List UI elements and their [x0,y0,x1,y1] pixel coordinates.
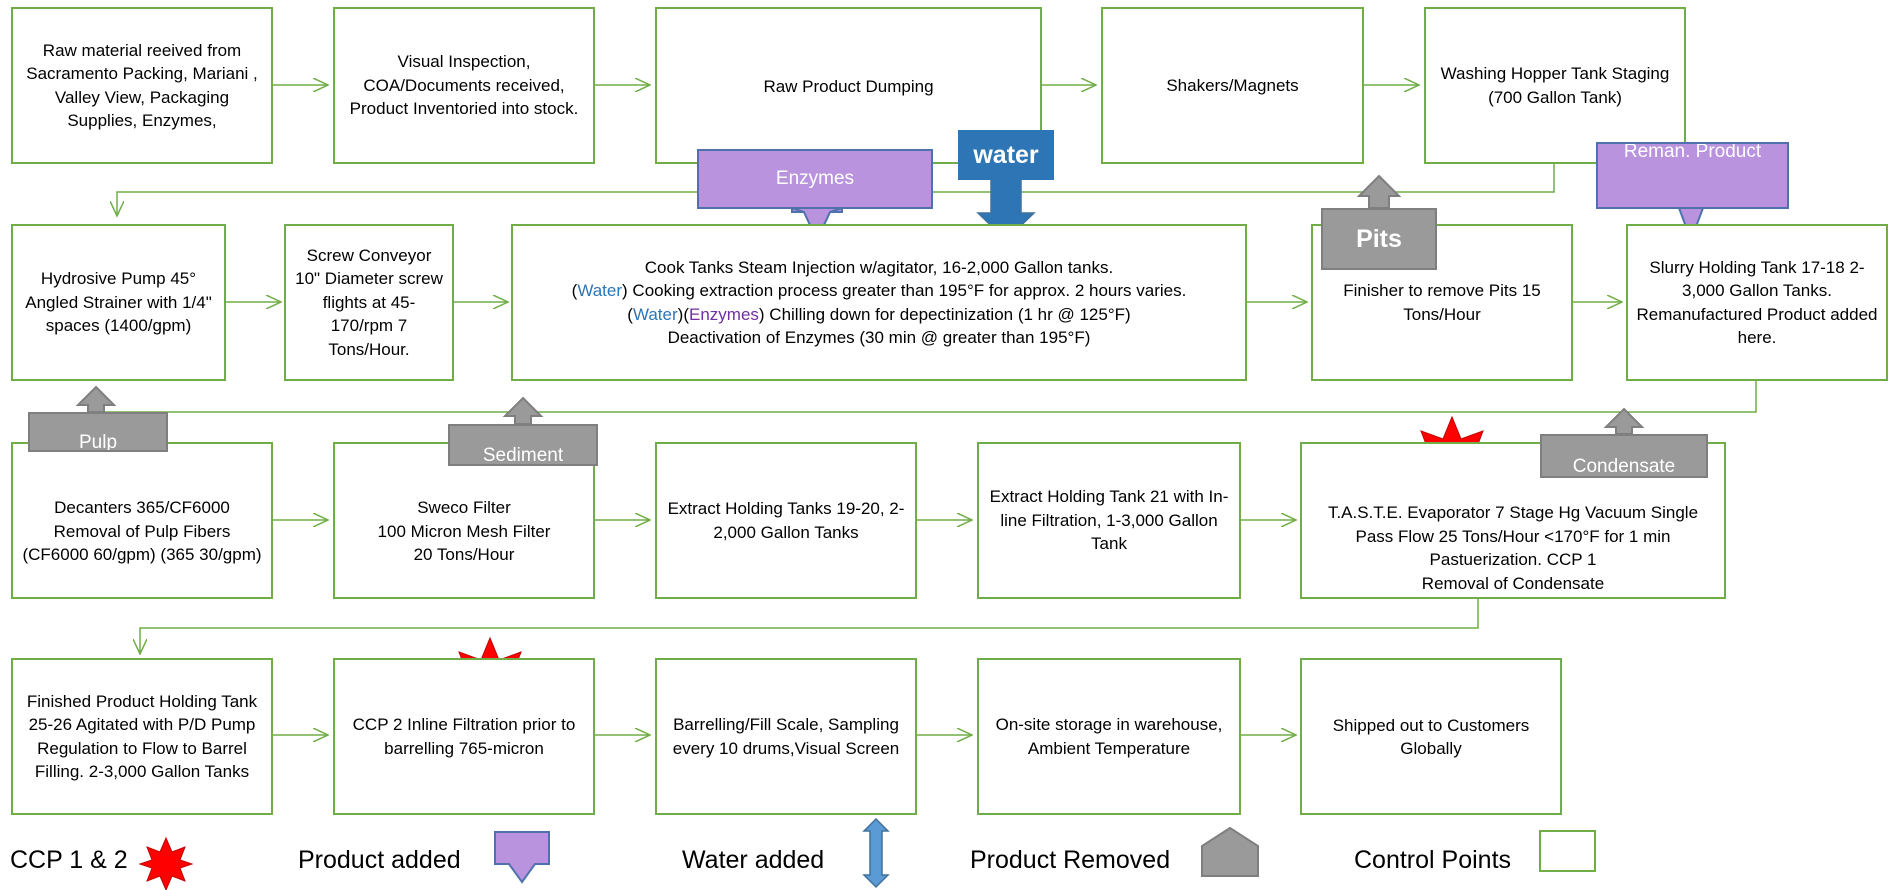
cook-line-3: (Water)(Enzymes) Chilling down for depec… [627,304,1131,324]
reman-product-callout: Reman. Product [1596,142,1789,209]
cook-line-2: (Water) Cooking extraction process great… [571,281,1187,301]
legend-water-added-icon [862,817,890,889]
sediment-arrow-icon [502,396,544,425]
pits-arrow-icon [1356,174,1402,209]
process-step-ccp2-filtration: CCP 2 Inline Filtration prior to barrell… [333,658,595,815]
legend-product-removed-label: Product Removed [970,846,1171,874]
cook-line-4: Deactivation of Enzymes (30 min @ greate… [667,327,1091,347]
enzymes-highlight: Enzymes [688,304,759,324]
sediment-callout: Sediment [448,424,598,466]
legend-product-added-label: Product added [298,846,461,874]
process-step-screw-conveyor: Screw Conveyor 10" Diameter screw flight… [284,224,454,381]
ccp2-star-label: 2 [486,671,494,687]
process-step-raw-material: Raw material reeived from Sacramento Pac… [11,7,273,164]
process-step-cook-tanks: Cook Tanks Steam Injection w/agitator, 1… [511,224,1247,381]
process-step-extract-holding-19-20: Extract Holding Tanks 19-20, 2- 2,000 Ga… [655,442,917,599]
legend-product-removed-icon [1201,826,1259,877]
cook-tanks-text: Cook Tanks Steam Injection w/agitator, 1… [572,256,1187,350]
legend-control-points-label: Control Points [1354,846,1512,874]
process-step-washing-hopper: Washing Hopper Tank Staging (700 Gallon … [1424,7,1686,164]
legend-star-icon [138,836,194,890]
legend-product-added-icon [494,831,550,884]
enzymes-callout: Enzymes [697,149,933,209]
pits-callout: Pits [1321,208,1437,270]
process-step-finished-product-holding: Finished Product Holding Tank 25-26 Agit… [11,658,273,815]
ccp1-star-label: 1 [1448,450,1456,466]
process-step-extract-holding-21: Extract Holding Tank 21 with In-line Fil… [977,442,1241,599]
process-step-onsite-storage: On-site storage in warehouse, Ambient Te… [977,658,1241,815]
process-step-decanters: Decanters 365/CF6000 Removal of Pulp Fib… [11,442,273,599]
condensate-callout: Condensate [1540,434,1708,478]
process-step-slurry-tank: Slurry Holding Tank 17-18 2- 3,000 Gallo… [1626,224,1888,381]
legend-water-added-label: Water added [682,846,825,874]
pulp-callout: Pulp [28,412,168,452]
connector-r3-r4 [140,598,1479,654]
legend-control-point-icon [1539,830,1596,872]
legend-ccp-label: CCP 1 & 2 [10,846,128,874]
pulp-arrow-icon [75,385,117,413]
process-step-visual-inspection: Visual Inspection, COA/Documents receive… [333,7,595,164]
connector-r2-r3 [96,380,1757,441]
process-step-shipped: Shipped out to Customers Globally [1300,658,1562,815]
water-highlight: Water [577,281,623,301]
process-step-barrelling: Barrelling/Fill Scale, Sampling every 10… [655,658,917,815]
process-step-hydrosive-pump: Hydrosive Pump 45° Angled Strainer with … [11,224,226,381]
cook-line-1: Cook Tanks Steam Injection w/agitator, 1… [644,257,1114,277]
water-highlight: Water [632,304,678,324]
process-step-shakers-magnets: Shakers/Magnets [1101,7,1364,164]
water-callout: water [958,130,1054,180]
process-step-sweco-filter: Sweco Filter 100 Micron Mesh Filter 20 T… [333,442,595,599]
